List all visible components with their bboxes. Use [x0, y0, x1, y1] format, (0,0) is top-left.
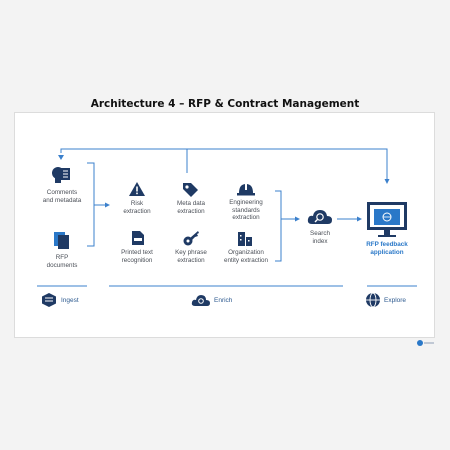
- monitor-icon: [367, 202, 407, 237]
- diagram-panel: Comments and metadata RFP documents Risk…: [14, 112, 435, 338]
- scan-document-icon: [132, 231, 144, 245]
- meta-data-label: Meta data extraction: [176, 200, 205, 215]
- key-phrase-label: Key phrase extraction: [175, 249, 207, 264]
- hardhat-icon: [237, 183, 255, 196]
- search-index-label: Search index: [310, 230, 330, 245]
- warning-icon: [129, 182, 145, 196]
- logo-mark-icon: [417, 340, 434, 346]
- comments-label: Comments and metadata: [42, 189, 82, 204]
- printed-text-label: Printed text recognition: [121, 249, 153, 264]
- lightbulb-document-icon: [52, 167, 70, 183]
- risk-extraction-label: Risk extraction: [123, 200, 151, 215]
- documents-icon: [54, 232, 69, 249]
- enrich-label: Enrich: [214, 297, 233, 304]
- organization-label: Organization entity extraction: [223, 249, 269, 264]
- engineering-label: Engineering standards extraction: [229, 199, 263, 222]
- page-title: Architecture 4 – RFP & Contract Manageme…: [90, 98, 360, 110]
- tag-icon: [183, 183, 198, 197]
- cloud-search-icon: [307, 210, 332, 224]
- building-icon: [238, 232, 252, 246]
- explore-label: Explore: [384, 297, 407, 304]
- app-label: RFP feedback application: [366, 241, 408, 256]
- connector-lines: [37, 148, 417, 287]
- rfp-documents-label: RFP documents: [46, 254, 78, 269]
- enrich-cloud-search-icon: [191, 295, 210, 306]
- ingest-label: Ingest: [61, 297, 79, 304]
- globe-icon: [366, 292, 380, 308]
- key-icon: [183, 231, 199, 246]
- ingest-icon: [42, 293, 56, 307]
